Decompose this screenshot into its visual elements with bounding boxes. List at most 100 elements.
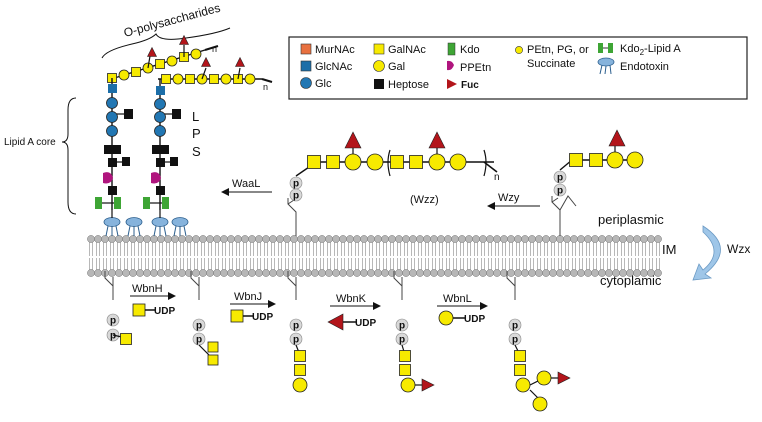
bond-line bbox=[483, 161, 498, 173]
lipid-head bbox=[164, 235, 172, 243]
waal-label: WaaL bbox=[232, 178, 260, 190]
prenyl-line bbox=[551, 196, 561, 236]
kdo-icon bbox=[143, 197, 150, 209]
phosphate-label: p bbox=[293, 335, 299, 346]
sugar-square-icon bbox=[390, 155, 404, 169]
wzx-label: Wzx bbox=[727, 242, 750, 256]
lipid-head bbox=[577, 269, 585, 277]
sugar-square-icon bbox=[185, 74, 195, 84]
lipid-head bbox=[472, 235, 480, 243]
lipid-head bbox=[164, 269, 172, 277]
lipid-head bbox=[444, 235, 452, 243]
lipid-head bbox=[493, 235, 501, 243]
lipid-head bbox=[290, 235, 298, 243]
lipid-head bbox=[472, 269, 480, 277]
sugar-square-icon bbox=[514, 350, 526, 362]
legend-frame bbox=[288, 36, 748, 100]
lipid-head bbox=[521, 235, 529, 243]
lipid-head bbox=[409, 269, 417, 277]
udp-fuc-donor: UDP bbox=[327, 313, 376, 331]
fuc-triangle-icon bbox=[608, 129, 626, 147]
lipid-head bbox=[108, 235, 116, 243]
lipid-head bbox=[388, 269, 396, 277]
lipid-head bbox=[115, 235, 123, 243]
lipid-head bbox=[402, 235, 410, 243]
heptose-square-icon bbox=[170, 157, 178, 166]
sugar-square-icon bbox=[589, 153, 603, 167]
sugar-square-icon bbox=[131, 67, 141, 77]
sugar-circle-icon bbox=[166, 55, 178, 67]
fuc-triangle-icon bbox=[557, 371, 571, 385]
phosphate-circle bbox=[395, 318, 409, 332]
heptose-square-icon bbox=[156, 186, 165, 195]
endotoxin-head-icon bbox=[151, 217, 169, 227]
bond-line bbox=[204, 45, 219, 51]
endotoxin-tail bbox=[153, 225, 157, 237]
lipid-head bbox=[129, 235, 137, 243]
lipid-head bbox=[360, 269, 368, 277]
lipid-head bbox=[136, 269, 144, 277]
lipid-head bbox=[241, 269, 249, 277]
lipid-head bbox=[437, 269, 445, 277]
lipid-head bbox=[619, 235, 627, 243]
phosphate-label: p bbox=[110, 316, 116, 327]
lipid-head bbox=[276, 235, 284, 243]
phosphate-circle bbox=[289, 188, 303, 202]
sugar-circle-icon bbox=[400, 377, 416, 393]
lipid-head bbox=[451, 269, 459, 277]
endotoxin-tail bbox=[105, 225, 109, 237]
lipid-head bbox=[381, 269, 389, 277]
lipid-a-core-columns bbox=[95, 78, 189, 237]
phosphate-label: p bbox=[399, 335, 405, 346]
sugar-circle-icon bbox=[118, 69, 130, 81]
lipid-head bbox=[157, 269, 165, 277]
legend-glc-label: Glc bbox=[315, 78, 332, 90]
phosphate-group-icon: p bbox=[508, 332, 522, 346]
legend-galnac-label: GalNAc bbox=[388, 44, 426, 56]
core-letter-s: S bbox=[192, 144, 201, 159]
phosphate-group-icon: p bbox=[395, 318, 409, 332]
fuc-triangle-icon bbox=[421, 378, 435, 392]
endotoxin-tail bbox=[173, 225, 177, 237]
lipid-head bbox=[206, 235, 214, 243]
udp-label-4: UDP bbox=[464, 314, 485, 325]
sugar-circle-icon bbox=[190, 48, 202, 60]
lipid-head bbox=[227, 269, 235, 277]
legend-petn-line1: PEtn, PG, or bbox=[527, 44, 589, 56]
sugar-circle-icon bbox=[154, 98, 166, 110]
lipid-head bbox=[647, 235, 655, 243]
kdo-subscript: 2 bbox=[640, 48, 645, 57]
endotoxin-icon bbox=[597, 57, 615, 75]
opolysaccharides-title: O-polysaccharides bbox=[122, 1, 222, 40]
lipid-head bbox=[87, 235, 95, 243]
legend-kdo-label: Kdo bbox=[460, 44, 480, 56]
lipid-a-core-label: Lipid A core bbox=[4, 137, 56, 148]
lipid-head bbox=[465, 269, 473, 277]
lipid-head bbox=[332, 235, 340, 243]
sugar-circle-icon bbox=[626, 151, 644, 169]
lipid-head bbox=[479, 269, 487, 277]
endotoxin-head-icon bbox=[103, 217, 121, 227]
lipid-head bbox=[318, 269, 326, 277]
fuc-triangle-icon bbox=[344, 131, 362, 149]
lipid-head bbox=[325, 269, 333, 277]
phosphate-label: p bbox=[110, 331, 116, 342]
phosphate-label: p bbox=[293, 191, 299, 202]
lipid-head bbox=[255, 269, 263, 277]
lipid-head bbox=[192, 269, 200, 277]
phosphate-group-icon: p bbox=[192, 332, 206, 346]
lipid-head bbox=[507, 235, 515, 243]
heptose-double-icon bbox=[152, 145, 169, 154]
phosphate-label: p bbox=[399, 321, 405, 332]
lipid-head bbox=[283, 235, 291, 243]
kdo-icon bbox=[95, 197, 102, 209]
chain2-subscript-n: n bbox=[263, 82, 268, 92]
lipid-head bbox=[591, 269, 599, 277]
lipid-head bbox=[430, 269, 438, 277]
lipid-head bbox=[402, 269, 410, 277]
core-letter-p: P bbox=[192, 126, 201, 141]
lipid-head bbox=[654, 235, 662, 243]
lipid-head bbox=[94, 235, 102, 243]
endotoxin-head-icon bbox=[171, 217, 189, 227]
